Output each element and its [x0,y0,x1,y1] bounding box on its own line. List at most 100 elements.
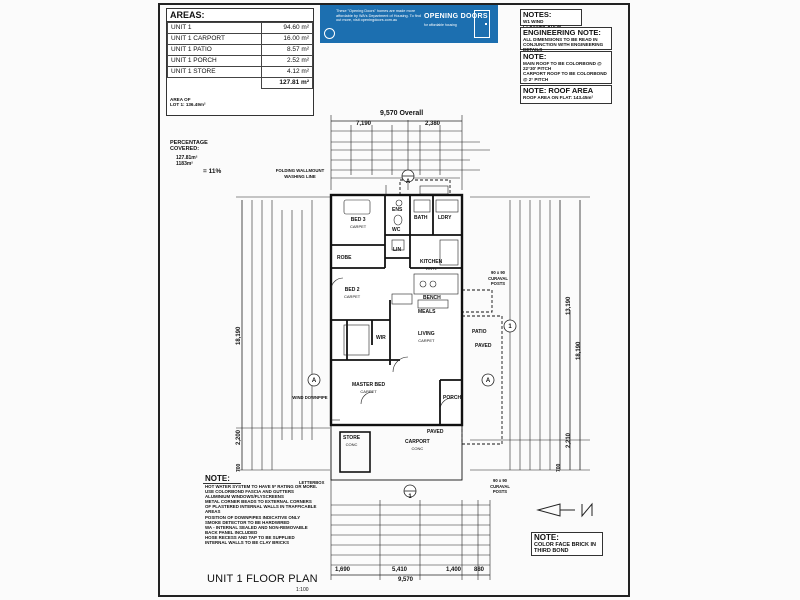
washing-line-label: FOLDING WALLMOUNT WASHING LINE [275,168,325,179]
right-bottom2-dim: 700 [556,463,562,472]
paved-label-2: PAVED [427,429,444,435]
left-bottom2-dim: 700 [236,463,242,472]
general-notes-title: NOTE: [203,474,241,484]
floor-plan-scale: 1:100 [296,587,309,593]
room-porch: PORCH [443,395,462,401]
curaval-posts-label-2: 90 x 90 CURAVAL POSTS [490,478,510,494]
room-name: CARPORT [405,439,430,445]
notes-box: NOTES: W1 WIND CLASSIFICATION [520,9,582,29]
room-name: MASTER BED [352,382,386,388]
room-patio: PATIO [472,329,487,335]
percentage-calc: 127.81m² 1183m² [176,155,198,167]
overall-width-dim: 9,570 Overall [380,110,424,117]
engineering-note-box: ENGINEERING NOTE: ALL DIMENSIONS TO BE R… [520,27,612,53]
bottom-dim-3: 1,400 [446,567,462,573]
brick-note-title: NOTE: [534,533,559,542]
roof-area-note-title: NOTE: ROOF AREA [523,86,594,95]
opening-doors-logo: OPENING DOORS [424,13,488,20]
room-name: STORE [343,435,361,441]
left-overall-dim: 18,190 [236,326,242,345]
area-total: 127.81 m² [261,77,313,89]
floor-finish: VINYL [425,265,437,271]
section-marker-label: 1 [408,494,412,500]
room-name: LIVING [418,331,435,337]
bottom-dim-2: 5,410 [392,567,408,573]
bottom-dim-4: 880 [474,567,485,573]
curaval-posts-label: 90 x 90 CURAVAL POSTS [488,270,508,286]
section-marker-label: A [312,378,317,384]
roof-pitch-note-box: NOTE: MAIN ROOF TO BE COLORBOND @ 22°30'… [520,51,612,84]
floor-finish: CARPET [350,223,367,229]
section-marker-label: A [406,179,411,185]
percentage-covered-label: PERCENTAGE COVERED: [170,140,208,152]
sheet-border [158,3,630,597]
percentage-result: = 11% [203,168,222,175]
room-bath: BATH [414,215,428,221]
floor-finish: CARPET [344,293,361,299]
room-meals: MEALS [418,309,436,315]
section-marker-label: 1 [508,324,512,330]
roof-pitch-note-title: NOTE: [523,52,547,61]
government-crest-icon [324,28,335,39]
roof-area-note-text: ROOF AREA ON FLAT: 143.45m² [523,95,594,100]
room-name: BED 2 [344,287,360,293]
roof-area-note-box: NOTE: ROOF AREA ROOF AREA ON FLAT: 143.4… [520,85,612,104]
banner-text: These "Opening Doors" homes are made mor… [336,9,421,23]
north-arrow-icon [536,502,593,518]
engineering-note-text: ALL DIMENSIONS TO BE READ IN CONJUNCTION… [523,37,604,53]
floor-plan-title: UNIT 1 FLOOR PLAN [207,573,318,585]
room-wc: WC [392,227,401,233]
room-linen: LIN [393,247,402,253]
letterbox-label: LETTERBOX [299,480,325,485]
paved-label: PAVED [475,343,492,349]
left-bottom-dim: 2,200 [236,429,242,445]
room-ens: ENS [392,207,403,213]
opening-doors-banner: These "Opening Doors" homes are made mor… [320,5,498,43]
room-name: KITCHEN [420,259,443,265]
notes-title: NOTES: [523,10,552,19]
room-wir: WIR [376,335,386,341]
engineering-note-title: ENGINEERING NOTE: [523,28,601,37]
banner-subtitle: for affordable housing [424,23,457,27]
floor-finish: CARPET [360,388,377,394]
room-robe: ROBE [337,255,352,261]
right-bottom-dim: 2,210 [566,432,572,448]
bottom-total-dim: 9,570 [398,577,414,583]
section-marker-label: A [486,378,491,384]
brick-note-box: NOTE: COLOR FACE BRICK IN THIRD BOND [531,532,603,556]
floor-finish: CONC [345,441,358,447]
bottom-dim-1: 1,690 [335,567,351,573]
top-right-dim: 2,380 [425,121,441,127]
room-name: BED 3 [350,217,366,223]
bench-label: BENCH [423,295,441,301]
notes-text: W1 WIND CLASSIFICATION [523,19,561,29]
room-laundry: LDRY [438,215,452,221]
floor-finish: CONC [411,445,424,451]
brick-note-text: COLOR FACE BRICK IN THIRD BOND [534,542,597,554]
lot-area-note: AREA OF LOT 1: 136.49m² [170,97,206,108]
general-notes-text: HOT WATER SYSTEM TO HAVE 5* RATING OR MO… [205,484,318,546]
right-overall-dim: 18,190 [576,341,582,360]
roof-pitch-note-text: MAIN ROOF TO BE COLORBOND @ 22°30' PITCH… [523,61,607,82]
general-notes: NOTE: HOT WATER SYSTEM TO HAVE 5* RATING… [203,474,321,564]
downpipe-label: WIND DOWNPIPE [292,395,328,400]
right-inner-dim: 13,190 [566,296,572,315]
area-total-row: 127.81 m² [167,77,313,89]
top-left-dim: 7,190 [356,121,372,127]
areas-heading: AREAS: [167,9,313,22]
door-icon [474,10,490,38]
